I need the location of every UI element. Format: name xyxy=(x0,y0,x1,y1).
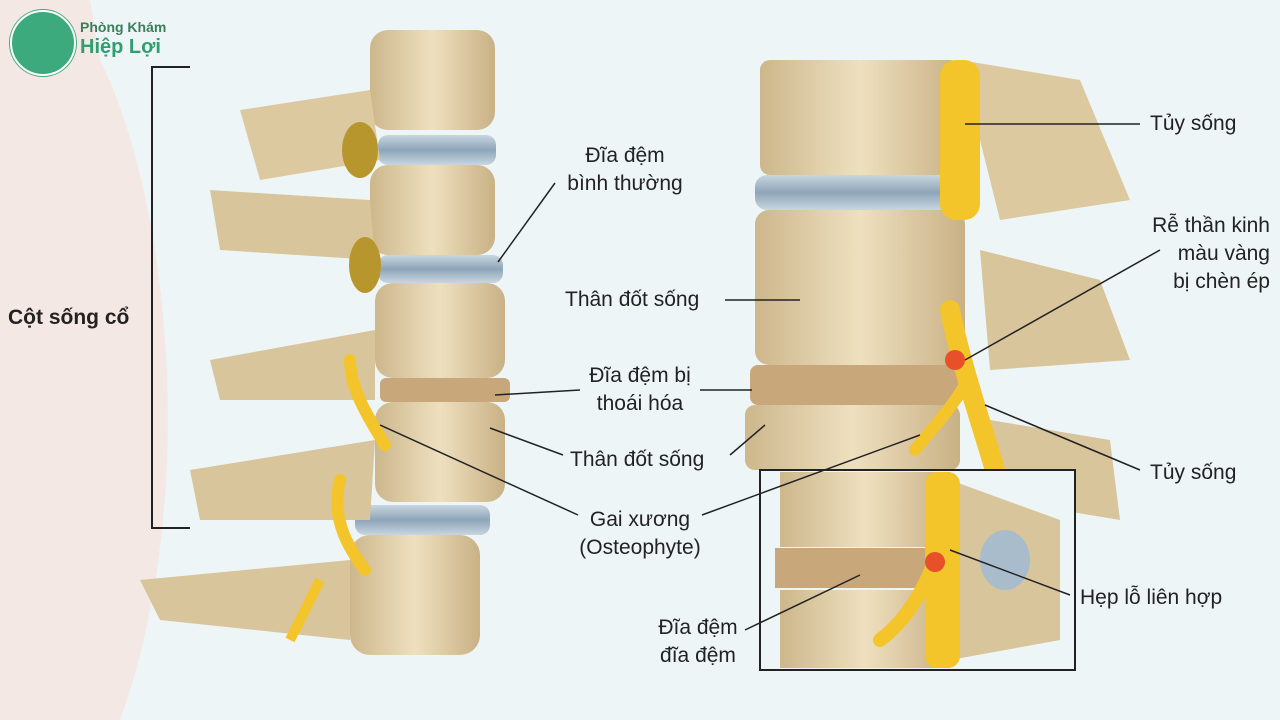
nerve-root xyxy=(344,354,391,451)
logo-line2: Hiệp Lợi xyxy=(80,36,161,58)
inset-foramen-closeup xyxy=(759,469,1076,671)
neck-silhouette xyxy=(0,0,168,720)
label-foramen-narrowing: Hẹp lỗ liên hợp xyxy=(1080,586,1223,609)
right-spine-closeup xyxy=(745,60,1130,520)
nerve-root xyxy=(331,474,371,576)
left-cervical-spine xyxy=(140,30,510,655)
cervical-bracket xyxy=(151,66,190,529)
clinic-logo xyxy=(10,10,76,76)
label-cervical-spine: Cột sống cổ xyxy=(8,306,130,329)
label-spinal-cord-1: Tủy sống xyxy=(1150,112,1237,135)
compressed-nerve-root xyxy=(940,300,1005,480)
label-spinal-cord-2: Tủy sống xyxy=(1150,461,1237,484)
leader-lines xyxy=(379,123,1161,631)
logo-line1: Phòng Khám xyxy=(80,19,167,35)
label-vertebral-body-2: Thân đốt sống xyxy=(570,448,705,471)
label-osteophyte: Gai xương(Osteophyte) xyxy=(579,508,701,559)
label-vertebral-body-1: Thân đốt sống xyxy=(565,288,700,311)
